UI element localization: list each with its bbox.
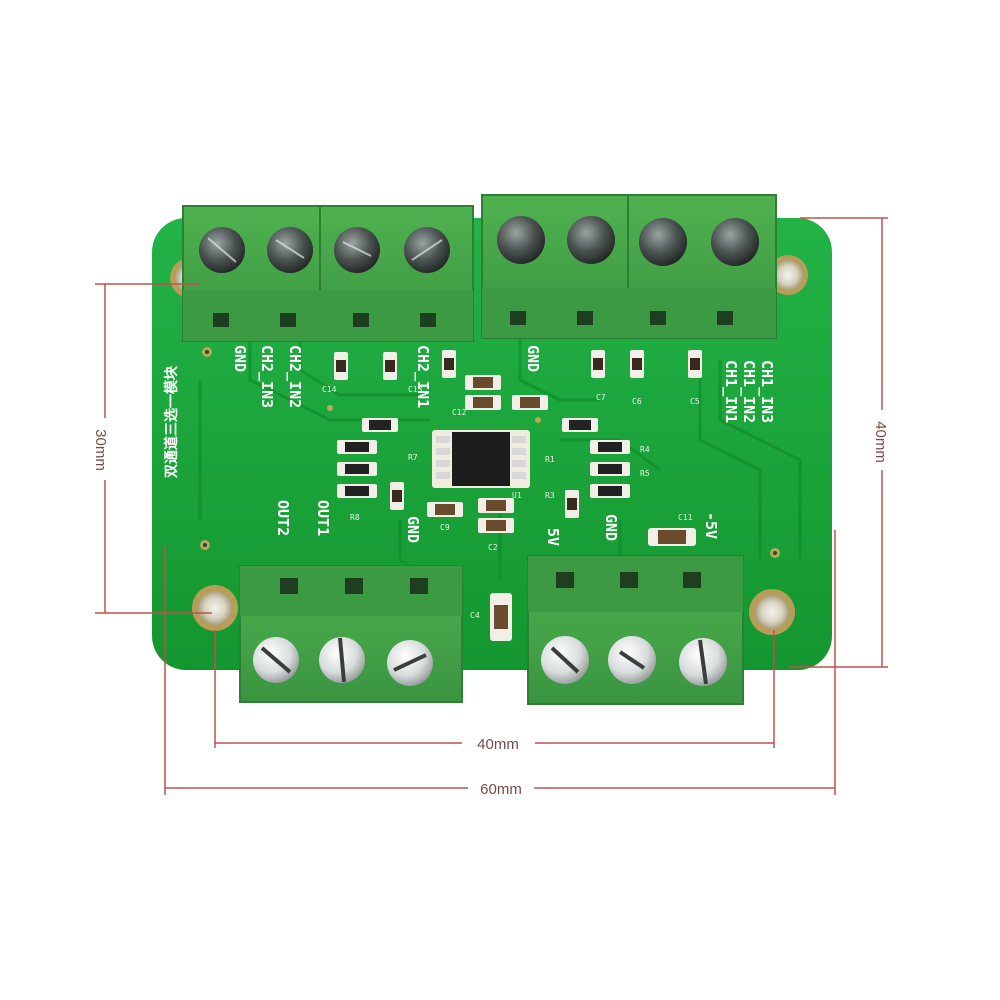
ref-r7: R7 (408, 453, 418, 462)
ref-r4: R4 (640, 445, 650, 454)
ref-c5: C5 (690, 397, 700, 406)
ref-c13: C13 (408, 385, 423, 394)
mounting-hole-top-right (768, 255, 808, 295)
label-ch2-in1: CH2_IN1 (414, 345, 432, 408)
dimension-right-height: 40mm (872, 421, 889, 463)
ref-c12: C12 (452, 408, 467, 417)
label-gnd-right: GND (524, 345, 542, 372)
board-title: 双通道三选一模块 (163, 365, 180, 478)
label-ch2-in2: CH2_IN2 (286, 345, 304, 408)
ref-c7: C7 (596, 393, 606, 402)
ref-r3: R3 (545, 491, 555, 500)
mounting-hole-bottom-left (192, 585, 238, 631)
label-ch1-in1: CH1_IN1 (722, 360, 740, 423)
label-5v: 5V (544, 528, 562, 546)
label-gnd-bottom-left: GND (404, 516, 422, 543)
ic-chip (432, 430, 530, 488)
terminal-block-bottom-right (527, 555, 744, 705)
ref-r8: R8 (350, 513, 360, 522)
terminal-block-bottom-left (239, 565, 463, 703)
label-gnd-left: GND (231, 345, 249, 372)
silkscreen-top-right: GND CH1_IN1 CH1_IN2 CH1_IN3 (524, 345, 776, 423)
ref-u1: U1 (512, 491, 522, 500)
dimension-annotations (95, 217, 888, 795)
dimension-left-height: 30mm (92, 429, 109, 471)
mounting-hole-bottom-right (749, 589, 795, 635)
ref-c6: C6 (632, 397, 642, 406)
label-out2: OUT2 (274, 500, 292, 536)
silkscreen-top-left: GND CH2_IN3 CH2_IN2 CH2_IN1 (231, 345, 432, 408)
ref-r1: R1 (545, 455, 555, 464)
label-ch1-in2: CH1_IN2 (740, 360, 758, 423)
smd-components: C14 C13 C12 C7 C6 C5 C11 C9 C4 C2 R8 R7 … (322, 350, 702, 641)
ref-c14: C14 (322, 385, 337, 394)
ref-c2: C2 (488, 543, 498, 552)
label-minus-5v: -5V (702, 512, 720, 539)
dimension-board-width: 60mm (480, 781, 522, 798)
silkscreen-bottom: OUT2 OUT1 GND 5V GND -5V (274, 500, 720, 546)
ref-c4: C4 (470, 611, 480, 620)
ref-r5: R5 (640, 469, 650, 478)
ref-c9: C9 (440, 523, 450, 532)
label-ch2-in3: CH2_IN3 (258, 345, 276, 408)
terminal-block-top-right (481, 194, 777, 339)
terminal-block-top-left (182, 205, 474, 342)
label-gnd-bottom-right: GND (602, 514, 620, 541)
dimension-hole-spacing: 40mm (477, 736, 519, 753)
screw-icon (497, 216, 759, 266)
ref-c11: C11 (678, 513, 693, 522)
label-ch1-in3: CH1_IN3 (758, 360, 776, 423)
label-out1: OUT1 (314, 500, 332, 536)
